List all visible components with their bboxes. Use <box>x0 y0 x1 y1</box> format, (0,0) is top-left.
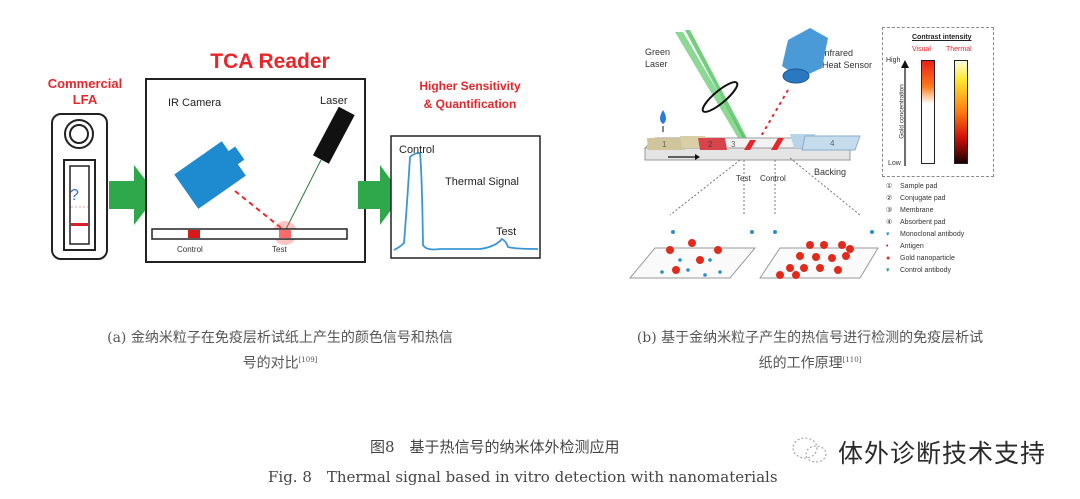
backing-label: Backing <box>814 167 847 177</box>
legend-marker: ① <box>886 183 893 190</box>
heat-sensor-line1: Infrared <box>822 48 854 58</box>
legend-item: • Antigen <box>886 241 964 253</box>
lfa-strip-diagram: 1 2 3 4 <box>628 28 879 279</box>
caption-a-ref: [109] <box>298 356 318 364</box>
pad-number-2: 2 <box>708 140 713 149</box>
result-title: Higher Sensitivity & Quantification <box>405 77 535 113</box>
legend-text: Gold nanoparticle <box>900 255 955 262</box>
wechat-logo-icon <box>792 437 827 463</box>
thermal-label: Thermal <box>946 46 972 53</box>
green-laser-line2: Laser <box>645 59 668 69</box>
figure-title-cn: 图8 基于热信号的纳米体外检测应用 <box>370 438 620 456</box>
contrast-intensity-box <box>882 27 994 177</box>
result-title-line1: Higher Sensitivity <box>419 79 521 93</box>
axis-high-label: High <box>886 57 901 64</box>
legend-text: Control antibody <box>900 267 951 274</box>
axis-low-label: Low <box>888 160 901 167</box>
legend-marker: ③ <box>886 207 893 214</box>
lfa-title-line1: Commercial <box>47 76 123 91</box>
caption-a: (a) 金纳米粒子在免疫层析试纸上产生的颜色信号和热信 号的对比[109] <box>55 327 505 375</box>
legend-item: ▾ Control antibody <box>886 265 964 277</box>
ir-camera-label: IR Camera <box>168 97 222 109</box>
thermal-intensity-bar <box>954 60 968 164</box>
contrast-title: Contrast intensity <box>912 34 972 41</box>
caption-a-line1: (a) 金纳米粒子在免疫层析试纸上产生的颜色信号和热信 <box>107 330 453 346</box>
legend-text: Monoclonal antibody <box>900 231 965 238</box>
legend-text: Absorbent pad <box>900 219 946 226</box>
legend-marker: ④ <box>886 219 893 226</box>
arrow-up-icon <box>901 60 909 166</box>
gold-nanoparticle-icon: ● <box>886 255 891 262</box>
lfa-title-line2: LFA <box>72 92 98 107</box>
legend-text: Conjugate pad <box>900 195 946 202</box>
legend-item: ② Conjugate pad <box>886 193 964 205</box>
lfa-question-mark: ? <box>70 187 79 204</box>
legend-item: ▾ Monoclonal antibody <box>886 229 964 241</box>
green-laser-line1: Green <box>645 47 671 57</box>
strip-control-label-b: Control <box>760 174 786 183</box>
watermark-text: 体外诊断技术支持 <box>838 439 1047 468</box>
thermal-signal-graph <box>390 135 541 259</box>
heat-sensor-icon <box>782 28 828 84</box>
graph-test-label: Test <box>496 226 517 238</box>
caption-b: (b) 基于金纳米粒子产生的热信号进行检测的免疫层析试 纸的工作原理[110] <box>575 327 1045 375</box>
lfa-title: Commercial LFA <box>30 76 140 108</box>
graph-control-label: Control <box>399 144 435 156</box>
visual-intensity-bar <box>921 60 935 164</box>
legend-item: ④ Absorbent pad <box>886 217 964 229</box>
legend-marker: ② <box>886 195 893 202</box>
figure-title-en: Fig. 8 Thermal signal based in vitro det… <box>268 468 778 486</box>
strip-test-label: Test <box>272 245 287 254</box>
tca-reader-box <box>145 78 366 263</box>
lfa-cassette <box>51 113 108 260</box>
result-title-line2: & Quantification <box>423 97 517 111</box>
reader-title: TCA Reader <box>210 50 330 73</box>
legend-text: Membrane <box>900 207 934 214</box>
thermal-signal-line <box>393 152 539 251</box>
legend: ① Sample pad ② Conjugate pad ③ Membrane ④ Ab… <box>886 181 964 277</box>
legend-item: ① Sample pad <box>886 181 964 193</box>
heat-sensor-line2: Heat Sensor <box>822 60 873 70</box>
legend-item: ③ Membrane <box>886 205 964 217</box>
strip-control-label: Control <box>177 245 203 254</box>
control-antibody-icon: ▾ <box>886 267 890 274</box>
green-laser-label: Green Laser <box>645 46 670 70</box>
legend-item: ● Gold nanoparticle <box>886 253 964 265</box>
caption-a-line2: 号的对比 <box>242 355 299 372</box>
antigen-icon: • <box>886 243 889 250</box>
caption-b-line2: 纸的工作原理 <box>758 355 843 372</box>
heat-sensor-label: Infrared Heat Sensor <box>822 47 872 71</box>
caption-b-ref: [110] <box>842 356 862 364</box>
pad-number-1: 1 <box>662 140 667 149</box>
graph-signal-label: Thermal Signal <box>445 176 519 188</box>
legend-text: Antigen <box>900 243 924 250</box>
caption-b-line1: (b) 基于金纳米粒子产生的热信号进行检测的免疫层析试 <box>636 330 984 346</box>
pad-number-3: 3 <box>731 140 736 149</box>
sample-drop-icon <box>660 110 666 124</box>
visual-label: Visual <box>912 46 931 53</box>
pad-number-4: 4 <box>830 139 835 148</box>
monoclonal-antibody-icon: ▾ <box>886 231 890 238</box>
laser-label: Laser <box>320 95 348 107</box>
legend-text: Sample pad <box>900 183 938 190</box>
strip-test-label-b: Test <box>736 174 751 183</box>
